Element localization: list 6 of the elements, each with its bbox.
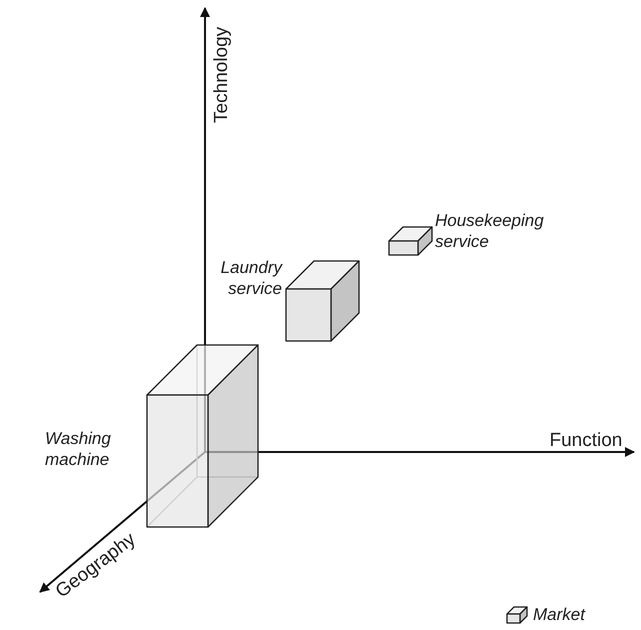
cube-caption: Laundry service bbox=[220, 257, 282, 300]
cube-caption: Washing machine bbox=[45, 428, 112, 470]
cube-caption: Housekeeping service bbox=[435, 210, 545, 252]
legend-text: Market bbox=[533, 604, 585, 626]
axis-label: Technology bbox=[210, 26, 234, 123]
axis-label: Function bbox=[550, 429, 622, 453]
